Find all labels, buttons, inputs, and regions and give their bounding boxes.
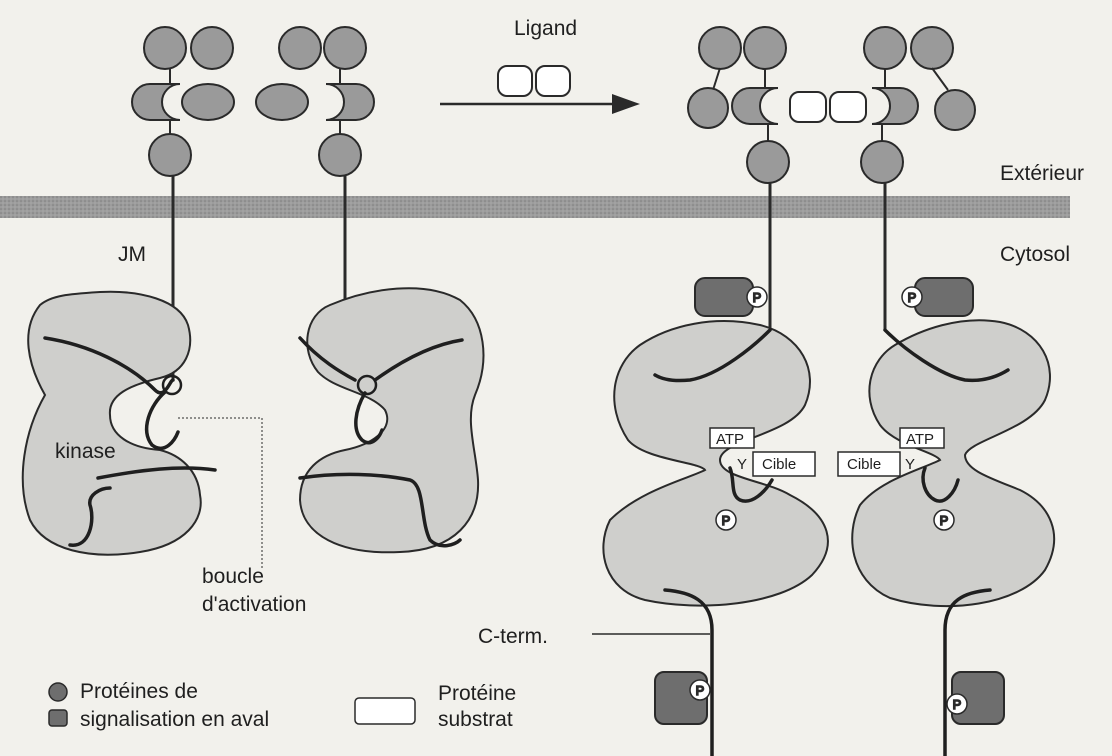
- cytosol-label: Cytosol: [1000, 243, 1070, 267]
- svg-text:ATP: ATP: [906, 431, 934, 448]
- signal-protein-upper-right: [915, 278, 973, 316]
- ligand-label: Ligand: [514, 17, 577, 41]
- svg-text:P: P: [722, 513, 731, 528]
- svg-text:Y: Y: [905, 456, 915, 473]
- svg-text:P: P: [696, 683, 705, 698]
- kinase-domain-left-2: [300, 288, 483, 552]
- svg-text:P: P: [908, 290, 917, 305]
- legend-signal-swatch-circle: [49, 683, 67, 701]
- boucle-label-line1: boucle: [202, 565, 264, 589]
- legend-substrat-swatch: [355, 698, 415, 724]
- exterieur-label: Extérieur: [1000, 162, 1084, 186]
- legend-substrat-line2: substrat: [438, 708, 513, 732]
- boucle-label-line2: d'activation: [202, 593, 306, 617]
- activation-arrow: [440, 94, 640, 114]
- svg-text:P: P: [953, 697, 962, 712]
- legend-substrat-line1: Protéine: [438, 682, 516, 706]
- jm-label: JM: [118, 243, 146, 267]
- kinase-domain-left-1: [23, 292, 201, 555]
- svg-text:P: P: [753, 290, 762, 305]
- legend-signal-line2: signalisation en aval: [80, 708, 269, 732]
- cterm-label: C-term.: [478, 625, 548, 649]
- svg-text:P: P: [940, 513, 949, 528]
- ligand-free: [498, 66, 570, 96]
- legend-signal-line1: Protéines de: [80, 680, 198, 704]
- svg-text:Cible: Cible: [847, 456, 881, 473]
- signal-protein-upper-left: [695, 278, 753, 316]
- kinase-label: kinase: [55, 440, 116, 464]
- ligand-bound: [790, 92, 866, 122]
- svg-text:ATP: ATP: [716, 431, 744, 448]
- legend-signal-swatch-square: [49, 710, 67, 726]
- plasma-membrane: [0, 196, 1070, 218]
- svg-text:Y: Y: [737, 456, 747, 473]
- svg-text:Cible: Cible: [762, 456, 796, 473]
